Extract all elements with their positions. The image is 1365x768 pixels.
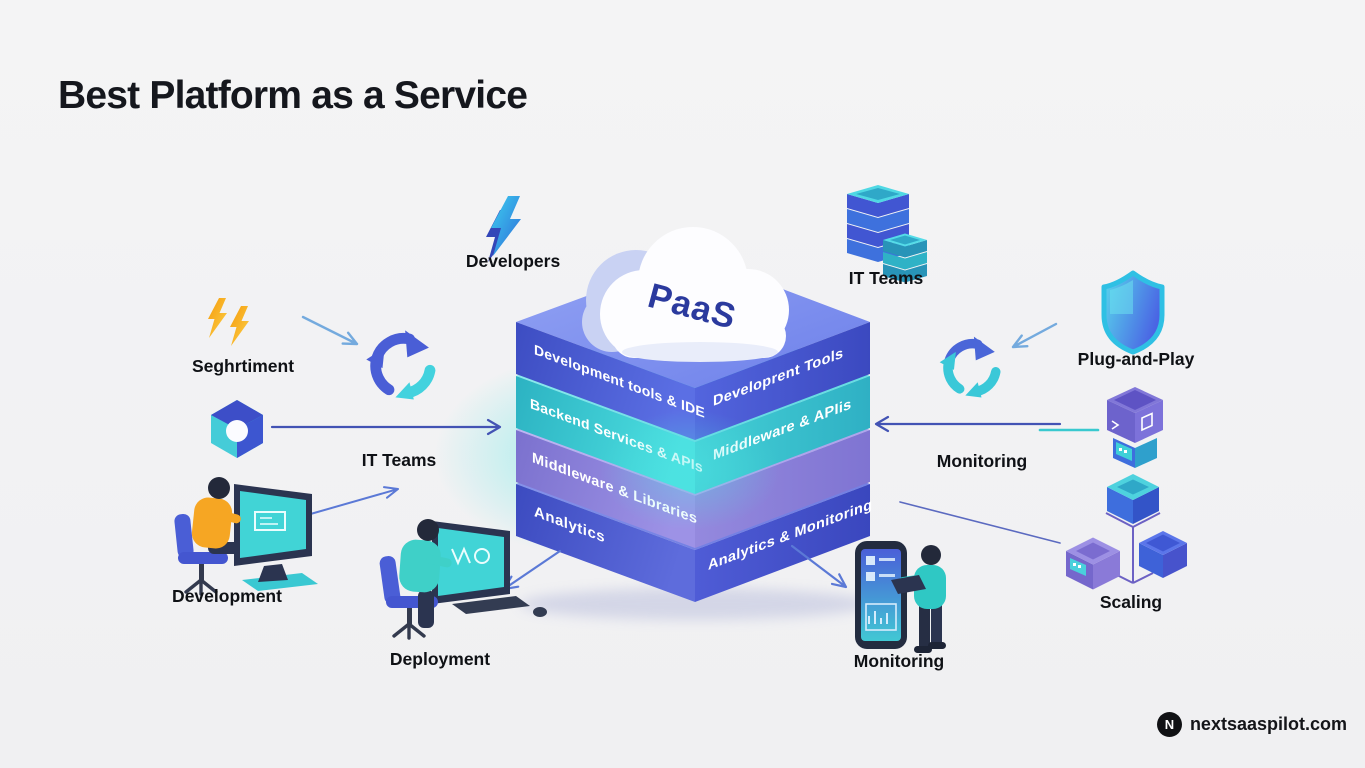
- arrow-seghrtiment-to-sync: [301, 315, 359, 346]
- label-seghrtiment: Seghrtiment: [191, 356, 295, 376]
- double-yellow-lightning-icon: [208, 298, 249, 346]
- scaling-cube-right: [1139, 531, 1187, 578]
- label-monitoring-bottom: Monitoring: [853, 651, 945, 671]
- watermark: N nextsaaspilot.com: [1156, 712, 1347, 737]
- label-it-teams-top: IT Teams: [848, 268, 924, 288]
- stack-inner-glow: [600, 410, 780, 530]
- person-at-desk-icon: [379, 519, 547, 640]
- arrow-itteams-to-stack: [270, 418, 502, 436]
- person-with-phone-icon: [855, 541, 946, 653]
- hex-cube-icon: [211, 400, 263, 458]
- label-it-teams-left: IT Teams: [361, 450, 437, 470]
- watermark-text: nextsaaspilot.com: [1189, 714, 1347, 734]
- scaling-cube-top: [1107, 474, 1159, 524]
- arrow-shield-to-sync: [1011, 322, 1058, 349]
- label-scaling: Scaling: [1099, 592, 1163, 612]
- label-deployment: Deployment: [389, 649, 491, 669]
- arrow-stack-to-deployment: [502, 549, 562, 591]
- arrow-monitoring-to-stack: [874, 415, 1062, 433]
- paas-cloud: PaaS: [582, 227, 789, 362]
- arrow-stack-to-monitoring: [790, 544, 848, 589]
- page-title: Best Platform as a Service: [58, 74, 528, 117]
- paas-stack: Analytics Analytics & Monitoring Middlew…: [516, 256, 872, 602]
- shield-icon: [1101, 270, 1165, 355]
- container-box-icon: [1107, 387, 1163, 468]
- stack-ground-shadow: [520, 588, 870, 620]
- label-monitoring-right: Monitoring: [936, 451, 1028, 471]
- server-stack-icon: [847, 185, 927, 283]
- person-at-computer-icon: [174, 477, 318, 596]
- scaling-cube-left: [1066, 537, 1120, 590]
- sync-arrows-icon-left: [366, 330, 436, 400]
- label-developers: Developers: [465, 251, 561, 271]
- nextsaaspilot-logo-icon: N: [1156, 712, 1182, 737]
- line-stack-to-scaling: [899, 501, 1061, 544]
- cube-cluster-icon: [1066, 474, 1187, 590]
- label-plug-and-play: Plug-and-Play: [1077, 349, 1195, 369]
- label-development: Development: [172, 586, 282, 606]
- blue-lightning-bolt-icon: [486, 196, 521, 262]
- arrow-development-to-stack: [299, 486, 399, 518]
- logo-letter: N: [1164, 717, 1175, 732]
- sync-arrows-icon-right: [939, 336, 1001, 398]
